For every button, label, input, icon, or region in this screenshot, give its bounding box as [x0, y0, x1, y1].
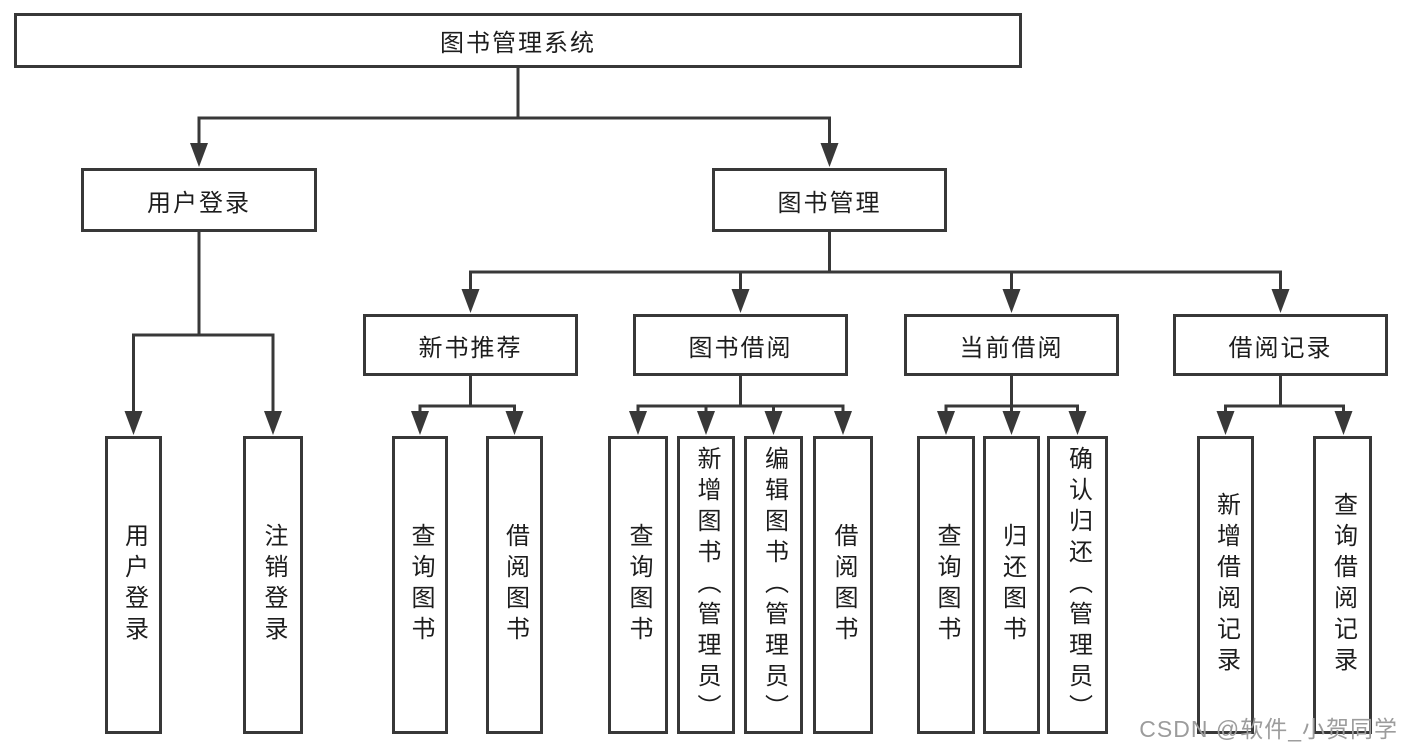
leaf-label: 编辑图书（管理员） [760, 445, 788, 725]
leaf-label: 查询图书 [407, 523, 434, 647]
leaf-label: 注销登录 [260, 523, 287, 647]
leaf-edit-books-admin: 编辑图书（管理员） [744, 436, 803, 734]
leaf-borrow-books: 借阅图书 [813, 436, 873, 734]
node-label: 用户登录 [147, 189, 251, 217]
leaf-label: 新增图书（管理员） [693, 445, 720, 725]
leaf-label: 查询借阅记录 [1329, 492, 1357, 678]
node-library-system: 图书管理系统 [14, 13, 1022, 68]
node-borrowing-records: 借阅记录 [1173, 314, 1388, 376]
node-label: 图书管理系统 [440, 30, 596, 57]
leaf-label: 借阅图书 [501, 523, 529, 647]
node-label: 图书管理 [777, 189, 882, 217]
leaf-query-books-current: 查询图书 [917, 436, 975, 734]
leaf-query-borrow-record: 查询借阅记录 [1313, 436, 1372, 734]
leaf-logout: 注销登录 [243, 436, 303, 734]
leaf-confirm-return-admin: 确认归还（管理员） [1047, 436, 1108, 734]
node-current-borrowing: 当前借阅 [904, 314, 1119, 376]
leaf-borrow-books-recommend: 借阅图书 [486, 436, 543, 734]
node-book-management: 图书管理 [712, 168, 947, 232]
node-label: 借阅记录 [1228, 334, 1333, 362]
leaf-label: 新增借阅记录 [1212, 492, 1240, 678]
node-user-login: 用户登录 [81, 168, 317, 232]
leaf-label: 借阅图书 [830, 523, 857, 647]
leaf-query-books-borrowing: 查询图书 [608, 436, 668, 734]
leaf-label: 归还图书 [998, 523, 1026, 647]
leaf-add-books-admin: 新增图书（管理员） [677, 436, 735, 734]
leaf-add-borrow-record: 新增借阅记录 [1197, 436, 1254, 734]
node-new-book-recommend: 新书推荐 [363, 314, 578, 376]
leaf-query-books-recommend: 查询图书 [392, 436, 448, 734]
leaf-label: 查询图书 [625, 523, 652, 647]
leaf-label: 用户登录 [120, 523, 148, 647]
leaf-label: 确认归还（管理员） [1064, 445, 1092, 725]
node-book-borrowing: 图书借阅 [633, 314, 848, 376]
leaf-label: 查询图书 [933, 523, 960, 647]
node-label: 新书推荐 [418, 334, 523, 362]
node-label: 图书借阅 [688, 334, 793, 362]
leaf-return-books: 归还图书 [983, 436, 1040, 734]
leaf-user-login: 用户登录 [105, 436, 162, 734]
node-label: 当前借阅 [959, 334, 1064, 362]
csdn-watermark: CSDN @软件_小贺同学 [1139, 716, 1398, 742]
